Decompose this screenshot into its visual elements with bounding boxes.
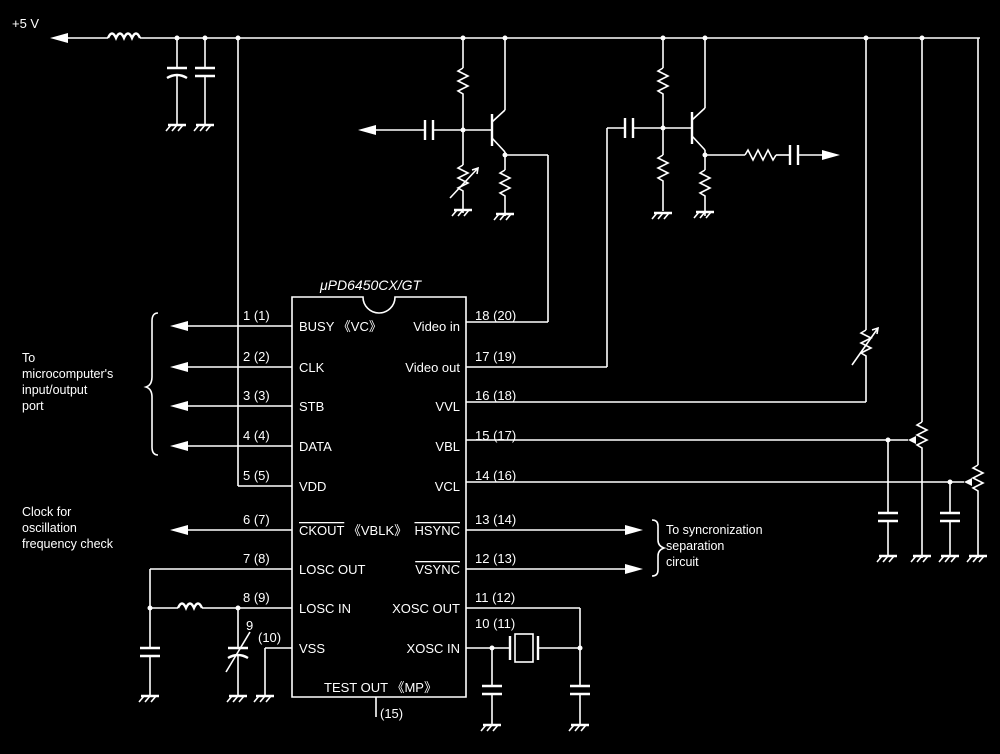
pin-num-17: 17 (19): [475, 349, 516, 364]
ground-symbol: [876, 554, 897, 563]
pin-name-losc-out: LOSC OUT: [299, 562, 366, 577]
pin-name-clk: CLK: [299, 360, 325, 375]
annotation-sync-sep: To syncronization separation circuit: [666, 523, 763, 569]
pin-num-10: (10): [258, 630, 281, 645]
pin-test-out: TEST OUT 《MP》: [324, 680, 437, 695]
pin-num-1: 1 (1): [243, 308, 270, 323]
supply-rail: [50, 32, 980, 487]
pin-extra-test-out: 《MP》: [391, 680, 437, 695]
pin-num-7: 7 (8): [243, 551, 270, 566]
pin-num-8: 8 (9): [243, 590, 270, 605]
pin-name-stb: STB: [299, 399, 324, 414]
left-pin-numbers: 1 (1) 2 (2) 3 (3) 4 (4) 5 (5) 6 (7) 7 (8…: [243, 308, 281, 645]
pin-num-5: 5 (5): [243, 468, 270, 483]
pin-num-2: 2 (2): [243, 349, 270, 364]
left-pin-names: BUSY 《VC》 CLK STB DATA VDD CKOUT 《VBLK》 …: [299, 319, 407, 656]
pin-name-vsync: VSYNC: [415, 562, 460, 577]
junction-dots: [147, 35, 953, 651]
ground-symbol: [938, 554, 959, 563]
svg-text:To: To: [22, 351, 35, 365]
ground-symbol: [165, 123, 186, 132]
pin-name-xosc-in: XOSC IN: [407, 641, 460, 656]
ground-symbol: [568, 723, 589, 732]
ground-symbol: [493, 212, 514, 221]
pin-num-18: 18 (20): [475, 308, 516, 323]
right-pin-numbers: 18 (20) 17 (19) 16 (18) 15 (17) 14 (16) …: [475, 308, 516, 631]
pin-name-video-in: Video in: [413, 319, 460, 334]
pin-name-vvl: VVL: [435, 399, 460, 414]
left-pin-wires: [140, 312, 292, 696]
svg-text:oscillation: oscillation: [22, 521, 77, 535]
ic-chip: [291, 296, 467, 698]
svg-text:frequency check: frequency check: [22, 537, 114, 551]
pin-num-15-bottom: (15): [380, 706, 403, 721]
svg-text:BUSY 《VC》: BUSY 《VC》: [299, 319, 382, 334]
pin-name-vss: VSS: [299, 641, 325, 656]
ground-symbol: [253, 694, 274, 703]
pin-name-vcl: VCL: [435, 479, 460, 494]
pin-num-10b: 10 (11): [475, 616, 515, 631]
pin-name-data: DATA: [299, 439, 332, 454]
pin-extra-ckout: 《VBLK》: [348, 523, 407, 538]
right-pin-names: Video in Video out VVL VBL VCL HSYNC VSY…: [392, 319, 460, 656]
pin-name-busy: BUSY: [299, 319, 335, 334]
svg-text:Clock for: Clock for: [22, 505, 71, 519]
pin-num-11: 11 (12): [475, 590, 515, 605]
ground-symbol: [226, 694, 247, 703]
pin-name-ckout: CKOUT: [299, 523, 345, 538]
pin-num-9: 9: [246, 618, 253, 633]
annotation-micro-port: To microcomputer's input/output port: [22, 351, 113, 413]
pin-name-video-out: Video out: [405, 360, 460, 375]
pin-name-test-out: TEST OUT: [324, 680, 388, 695]
ground-symbol: [966, 554, 987, 563]
pin-name-hsync: HSYNC: [414, 523, 460, 538]
pin-num-13: 13 (14): [475, 512, 516, 527]
pin-num-3: 3 (3): [243, 388, 270, 403]
pin-num-16: 16 (18): [475, 388, 516, 403]
pin-name-xosc-out: XOSC OUT: [392, 601, 460, 616]
svg-text:CKOUT 《VBLK》: CKOUT 《VBLK》: [299, 523, 407, 538]
pin-name-losc-in: LOSC IN: [299, 601, 351, 616]
svg-text:microcomputer's: microcomputer's: [22, 367, 113, 381]
pin-extra-busy: 《VC》: [338, 319, 382, 334]
svg-text:separation: separation: [666, 539, 724, 553]
ground-symbol: [693, 210, 714, 219]
pin-num-15: 15 (17): [475, 428, 516, 443]
adjustment-network: [466, 38, 985, 558]
svg-text:port: port: [22, 399, 44, 413]
pin-name-vbl: VBL: [435, 439, 460, 454]
ground-symbol: [480, 723, 501, 732]
chip-title: μPD6450CX/GT: [319, 277, 422, 293]
svg-text:circuit: circuit: [666, 555, 699, 569]
ground-symbol: [193, 123, 214, 132]
pin-num-4: 4 (4): [243, 428, 270, 443]
ground-symbols: [138, 123, 987, 732]
ground-symbol: [451, 208, 472, 217]
svg-text:input/output: input/output: [22, 383, 88, 397]
annotation-clock-check: Clock for oscillation frequency check: [22, 505, 114, 551]
pin-num-6: 6 (7): [243, 512, 270, 527]
pin-num-12: 12 (13): [475, 551, 516, 566]
ground-symbol: [910, 554, 931, 563]
ground-symbol: [138, 694, 159, 703]
supply-label: +5 V: [12, 16, 39, 31]
pin-num-14: 14 (16): [475, 468, 516, 483]
transistor-stage-2: [466, 38, 840, 368]
pin-name-vdd: VDD: [299, 479, 326, 494]
ground-symbol: [651, 211, 672, 220]
svg-text:To syncronization: To syncronization: [666, 523, 763, 537]
